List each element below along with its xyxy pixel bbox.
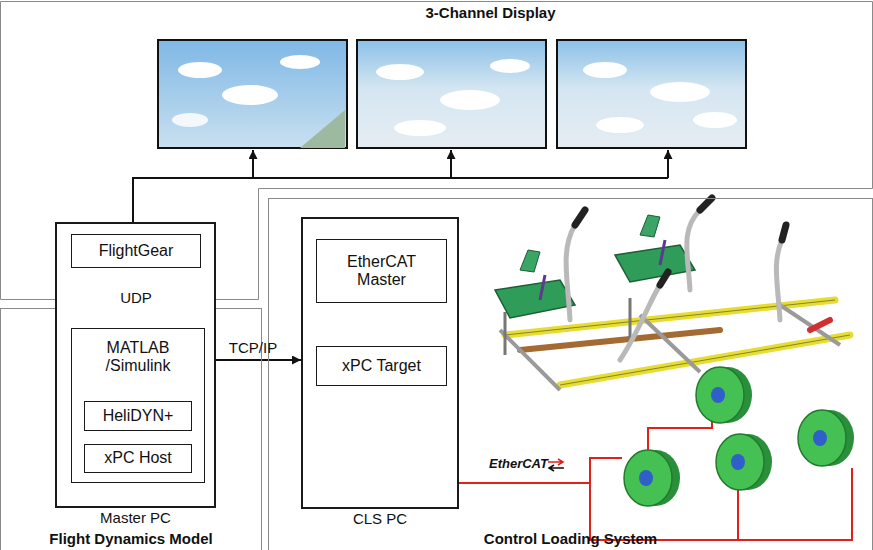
box-label: MATLAB /Simulink bbox=[92, 339, 184, 376]
monitor bbox=[557, 40, 746, 148]
ethercat-wires bbox=[458, 420, 852, 540]
box-label: Master PC bbox=[100, 509, 171, 526]
actuator-motor bbox=[696, 367, 752, 423]
box-label: xPC Target bbox=[342, 357, 421, 375]
box-label: xPC Host bbox=[104, 449, 172, 467]
computer-box: FlightGearHeliDYN+ xPC Host MATLAB /Simuli… bbox=[55, 222, 216, 508]
computer-box: EtherCAT MasterxPC TargetCLS PC bbox=[301, 217, 459, 509]
ethercat-logo-arrows bbox=[548, 459, 564, 471]
actuator-motor bbox=[624, 450, 680, 506]
edge-label: TCP/IP bbox=[227, 339, 279, 356]
box-label: HeliDYN+ bbox=[103, 407, 174, 425]
region-title: Control Loading System bbox=[484, 530, 657, 547]
monitor bbox=[158, 40, 347, 148]
connector-arrow bbox=[205, 359, 301, 361]
box-label: FlightGear bbox=[99, 242, 174, 260]
box-label: EtherCAT Master bbox=[332, 253, 432, 290]
software-box: HeliDYN+ xPC Host MATLAB /Simulink bbox=[71, 328, 205, 483]
actuator-motor bbox=[716, 434, 772, 490]
actuator-motor bbox=[798, 410, 854, 466]
pedal-seat-frames bbox=[495, 215, 695, 318]
region-title: Flight Dynamics Model bbox=[49, 530, 212, 547]
software-box: FlightGear bbox=[71, 234, 201, 268]
monitor bbox=[357, 40, 546, 148]
software-box: EtherCAT Master bbox=[316, 239, 447, 303]
region-title: 3-Channel Display bbox=[425, 4, 555, 21]
control-sticks bbox=[566, 198, 830, 360]
control-linkage bbox=[500, 298, 850, 390]
subsystem-region: EtherCAT Master xPC TargetCLS PC Control L… bbox=[268, 198, 873, 550]
software-box: xPC Target bbox=[316, 346, 447, 386]
module-box: xPC Host bbox=[84, 444, 192, 473]
module-box: HeliDYN+ bbox=[84, 401, 192, 431]
box-label: CLS PC bbox=[353, 510, 407, 527]
bus-name: EtherCAT bbox=[487, 457, 550, 472]
